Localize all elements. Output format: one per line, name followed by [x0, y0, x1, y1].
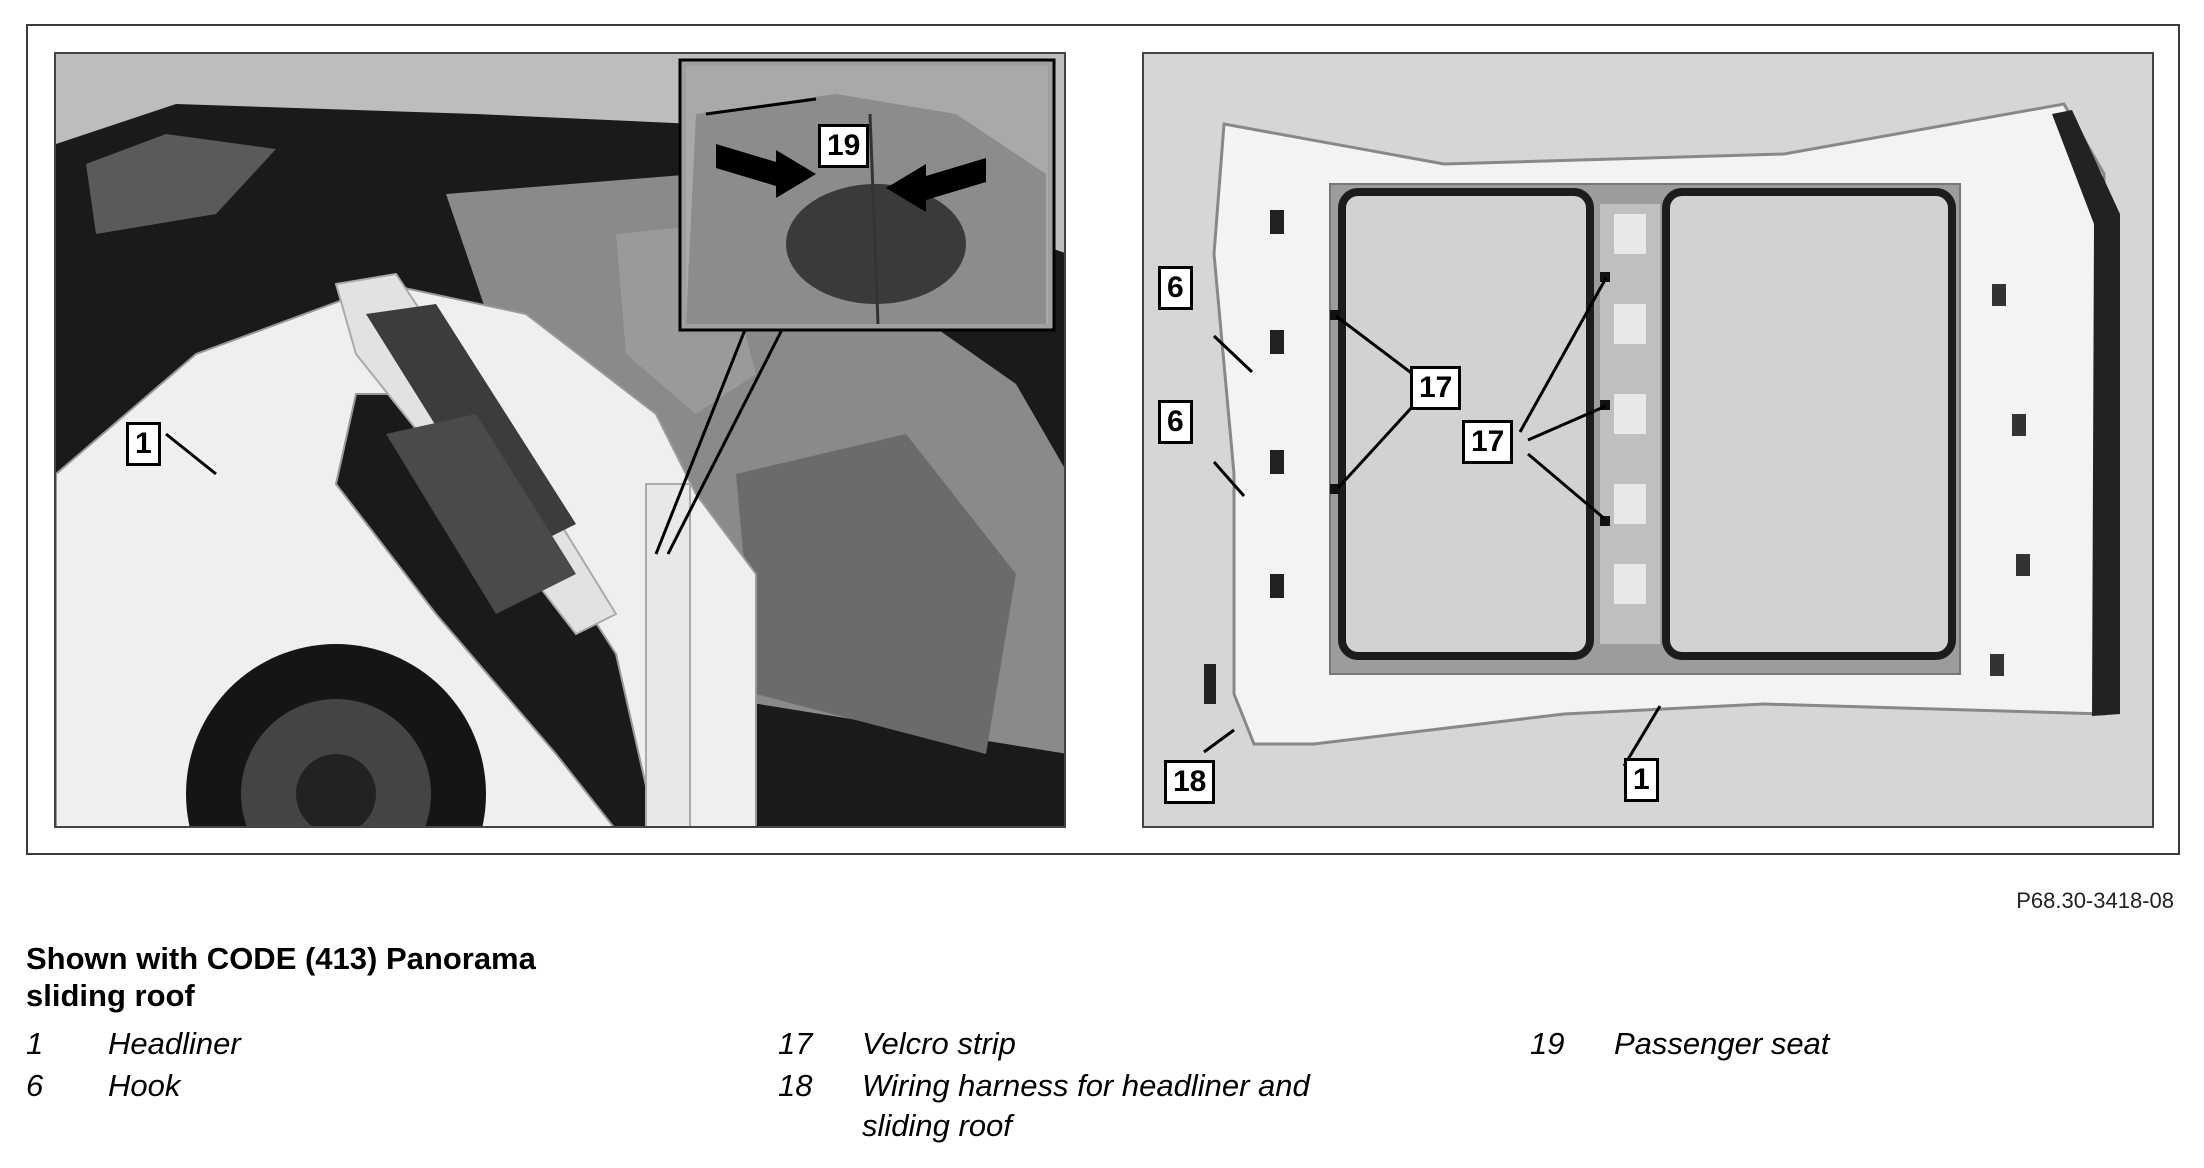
right-photo-panel: 6 6 17 17 18 1: [1142, 52, 2154, 828]
callout-19: 19: [818, 124, 870, 168]
callout-6-lower: 6: [1158, 400, 1193, 444]
callout-18: 18: [1164, 760, 1216, 804]
legend-number: 1: [26, 1026, 44, 1061]
legend-label: Passenger seat: [1614, 1026, 1830, 1061]
callout-17-left: 17: [1410, 366, 1462, 410]
left-photo-panel: 1 19: [54, 52, 1066, 828]
legend-label: Wiring harness for headliner and sliding…: [862, 1068, 1310, 1143]
callout-1-left: 1: [126, 422, 161, 466]
left-photo-illustration: [56, 54, 1064, 826]
caption-title: Shown with CODE (413) Panorama sliding r…: [26, 941, 536, 1013]
callout-17-center: 17: [1462, 420, 1514, 464]
figure-reference: P68.30-3418-08: [2016, 888, 2174, 913]
callout-1-right: 1: [1624, 758, 1659, 802]
callout-6-upper: 6: [1158, 266, 1193, 310]
legend-label: Headliner: [108, 1026, 241, 1061]
legend-number: 19: [1530, 1026, 1565, 1061]
right-photo-illustration: [1144, 54, 2152, 826]
legend-label: Hook: [108, 1068, 181, 1103]
legend-number: 17: [778, 1026, 813, 1061]
legend-number: 6: [26, 1068, 44, 1103]
legend-label: Velcro strip: [862, 1026, 1016, 1061]
legend-number: 18: [778, 1068, 813, 1103]
